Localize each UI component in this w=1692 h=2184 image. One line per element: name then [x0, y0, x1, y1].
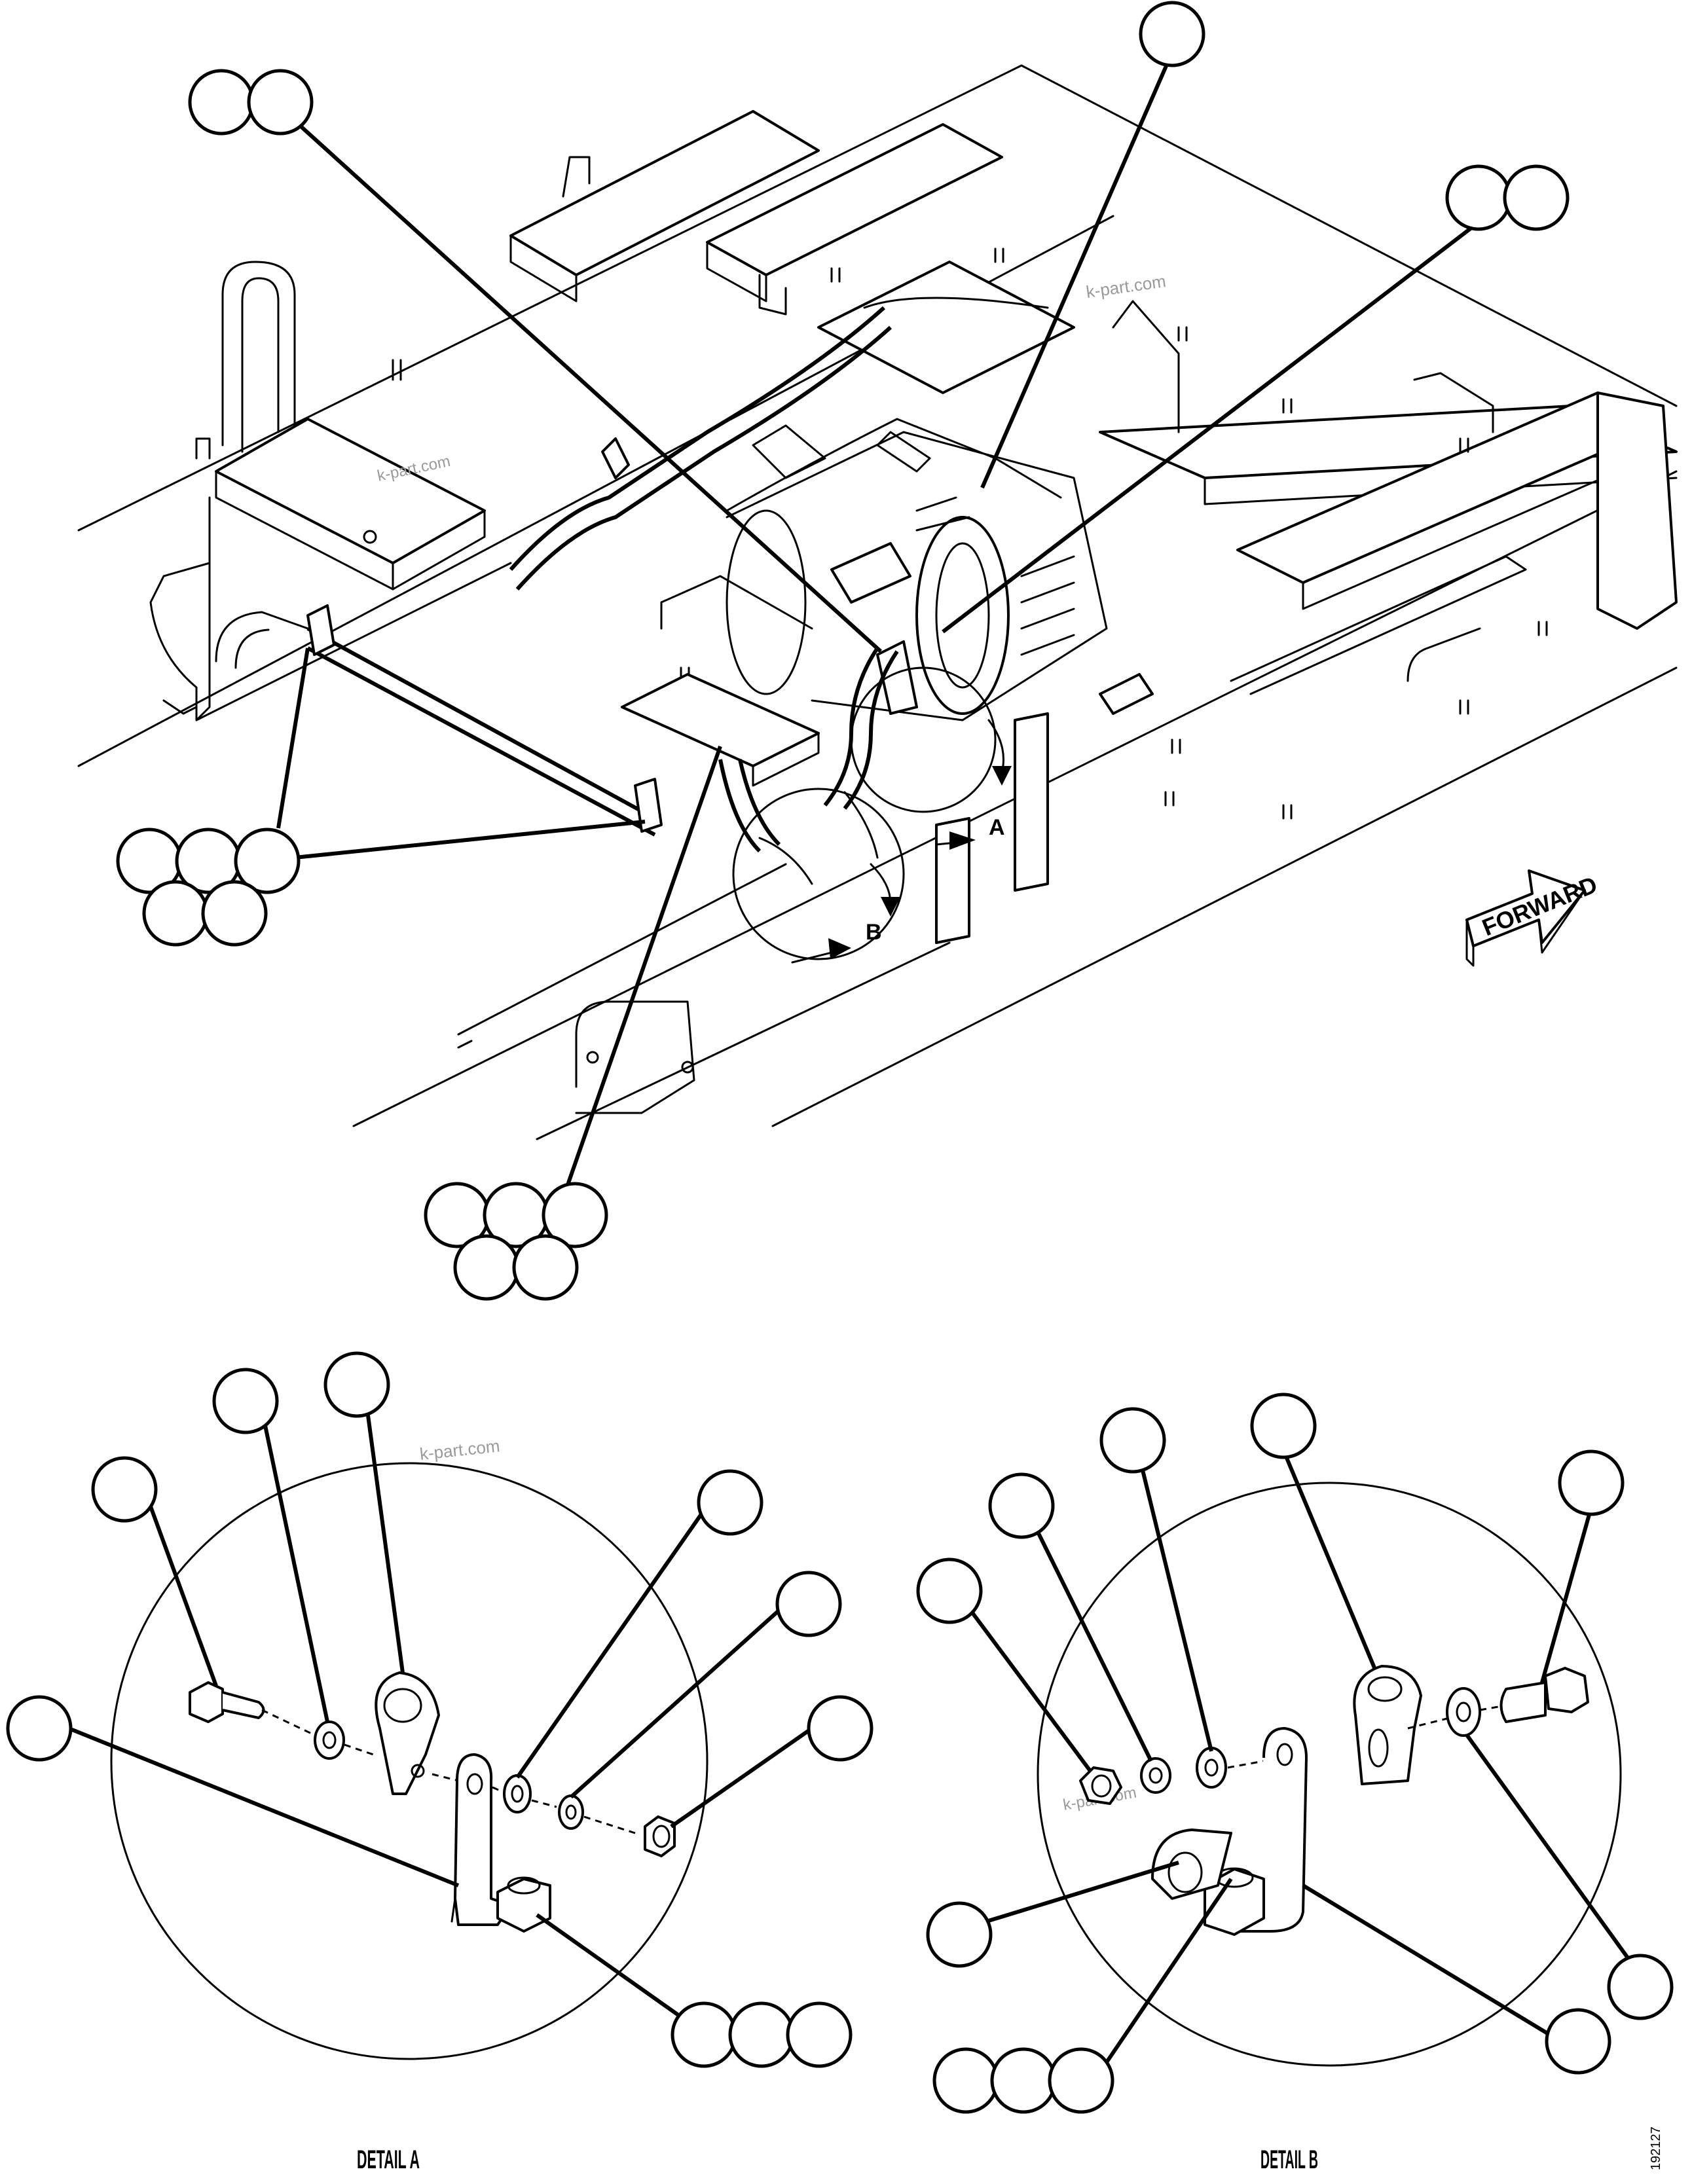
detail-a [6, 1351, 874, 2068]
detail-a-letter: A [989, 815, 1005, 840]
forward-arrow: FORWARD [1465, 869, 1601, 967]
watermark: k-part.com [1085, 271, 1168, 302]
detail-a-circle [110, 1462, 708, 2060]
frame-pins [162, 247, 1548, 820]
drive-motor [660, 418, 1108, 721]
callout-bubbles-main [116, 1, 1570, 1301]
detail-b-callout-circle [732, 788, 905, 960]
drawing-number: 192127 [1649, 2126, 1663, 2170]
detail-b-letter: B [866, 920, 882, 945]
detail-b-circle [1037, 1482, 1622, 2067]
detail-a-caption: DETAIL A [357, 2145, 420, 2174]
watermark: k-part.com [418, 1436, 500, 1464]
main-leaders [276, 51, 1514, 1199]
detail-a-callout-circle [850, 666, 997, 813]
detail-b-caption: DETAIL B [1260, 2145, 1318, 2174]
detail-b [916, 1392, 1674, 2114]
frame-assembly: A B [77, 64, 1678, 1140]
